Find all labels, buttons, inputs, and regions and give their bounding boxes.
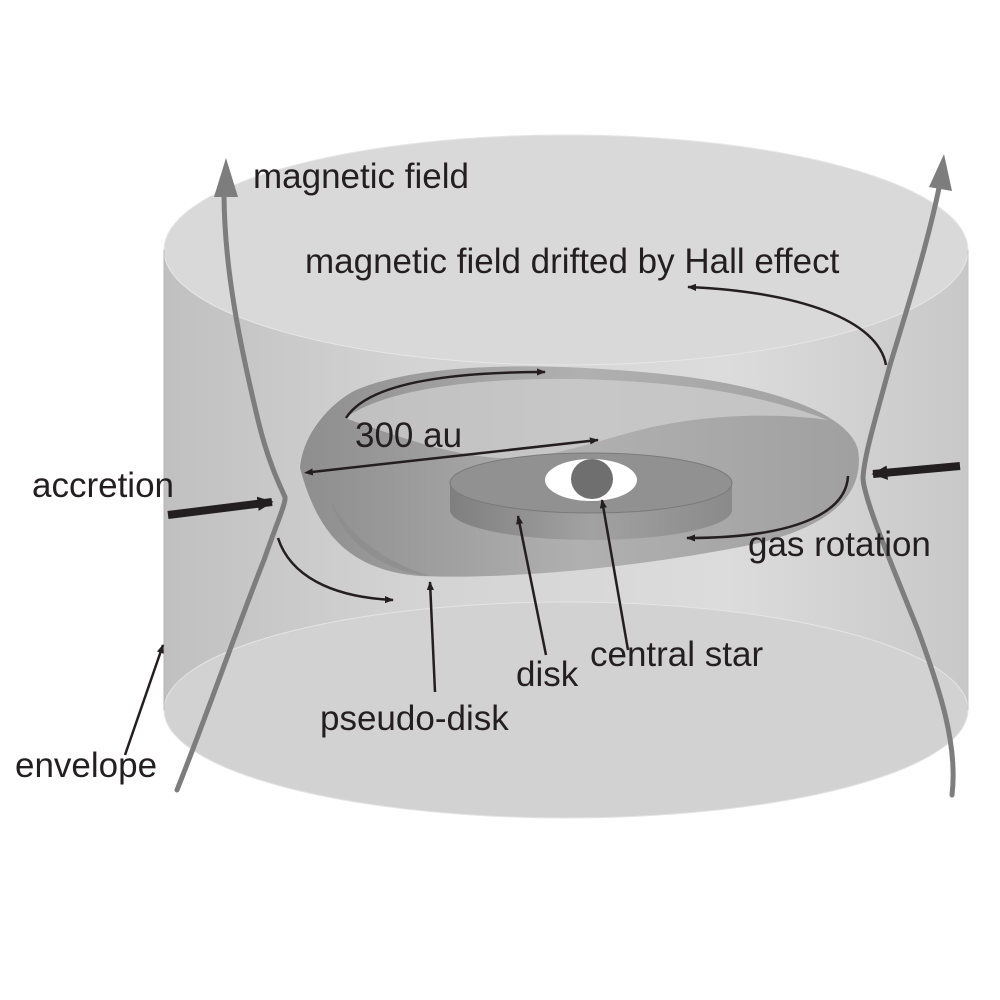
label-disk: disk xyxy=(516,655,579,694)
label-envelope: envelope xyxy=(15,746,157,785)
magnetic-field-lines xyxy=(174,154,956,798)
label-central-star: central star xyxy=(590,635,763,674)
label-pseudo-disk: pseudo-disk xyxy=(320,699,509,738)
cylinder-bottom xyxy=(163,601,969,819)
annotation-arrows xyxy=(123,283,961,756)
field-line-left xyxy=(174,189,288,793)
central-star-pointer xyxy=(599,499,630,651)
envelope-pointer xyxy=(123,644,165,756)
scale-bar-arrow xyxy=(303,437,599,476)
hall-drift-arrow xyxy=(687,283,888,366)
pseudo-disk-pointer xyxy=(426,581,437,693)
central-star xyxy=(545,459,637,501)
accretion-arrow-right xyxy=(871,462,961,480)
disk-pointer xyxy=(516,515,548,656)
field-arrowhead-right xyxy=(929,154,952,191)
lower-rotation-arrow xyxy=(276,537,394,604)
label-scale: 300 au xyxy=(355,416,462,455)
upper-rotation-arrow xyxy=(344,368,546,419)
labels: magnetic field magnetic field drifted by… xyxy=(15,157,931,785)
gas-rotation-arrow xyxy=(686,475,850,542)
label-hall-drift: magnetic field drifted by Hall effect xyxy=(305,242,840,281)
field-line-right xyxy=(860,175,956,798)
label-accretion: accretion xyxy=(32,466,174,505)
label-gas-rotation: gas rotation xyxy=(748,525,931,564)
label-magnetic-field: magnetic field xyxy=(253,157,469,196)
field-arrowhead-left xyxy=(214,158,238,197)
accretion-arrow-left xyxy=(167,496,274,519)
